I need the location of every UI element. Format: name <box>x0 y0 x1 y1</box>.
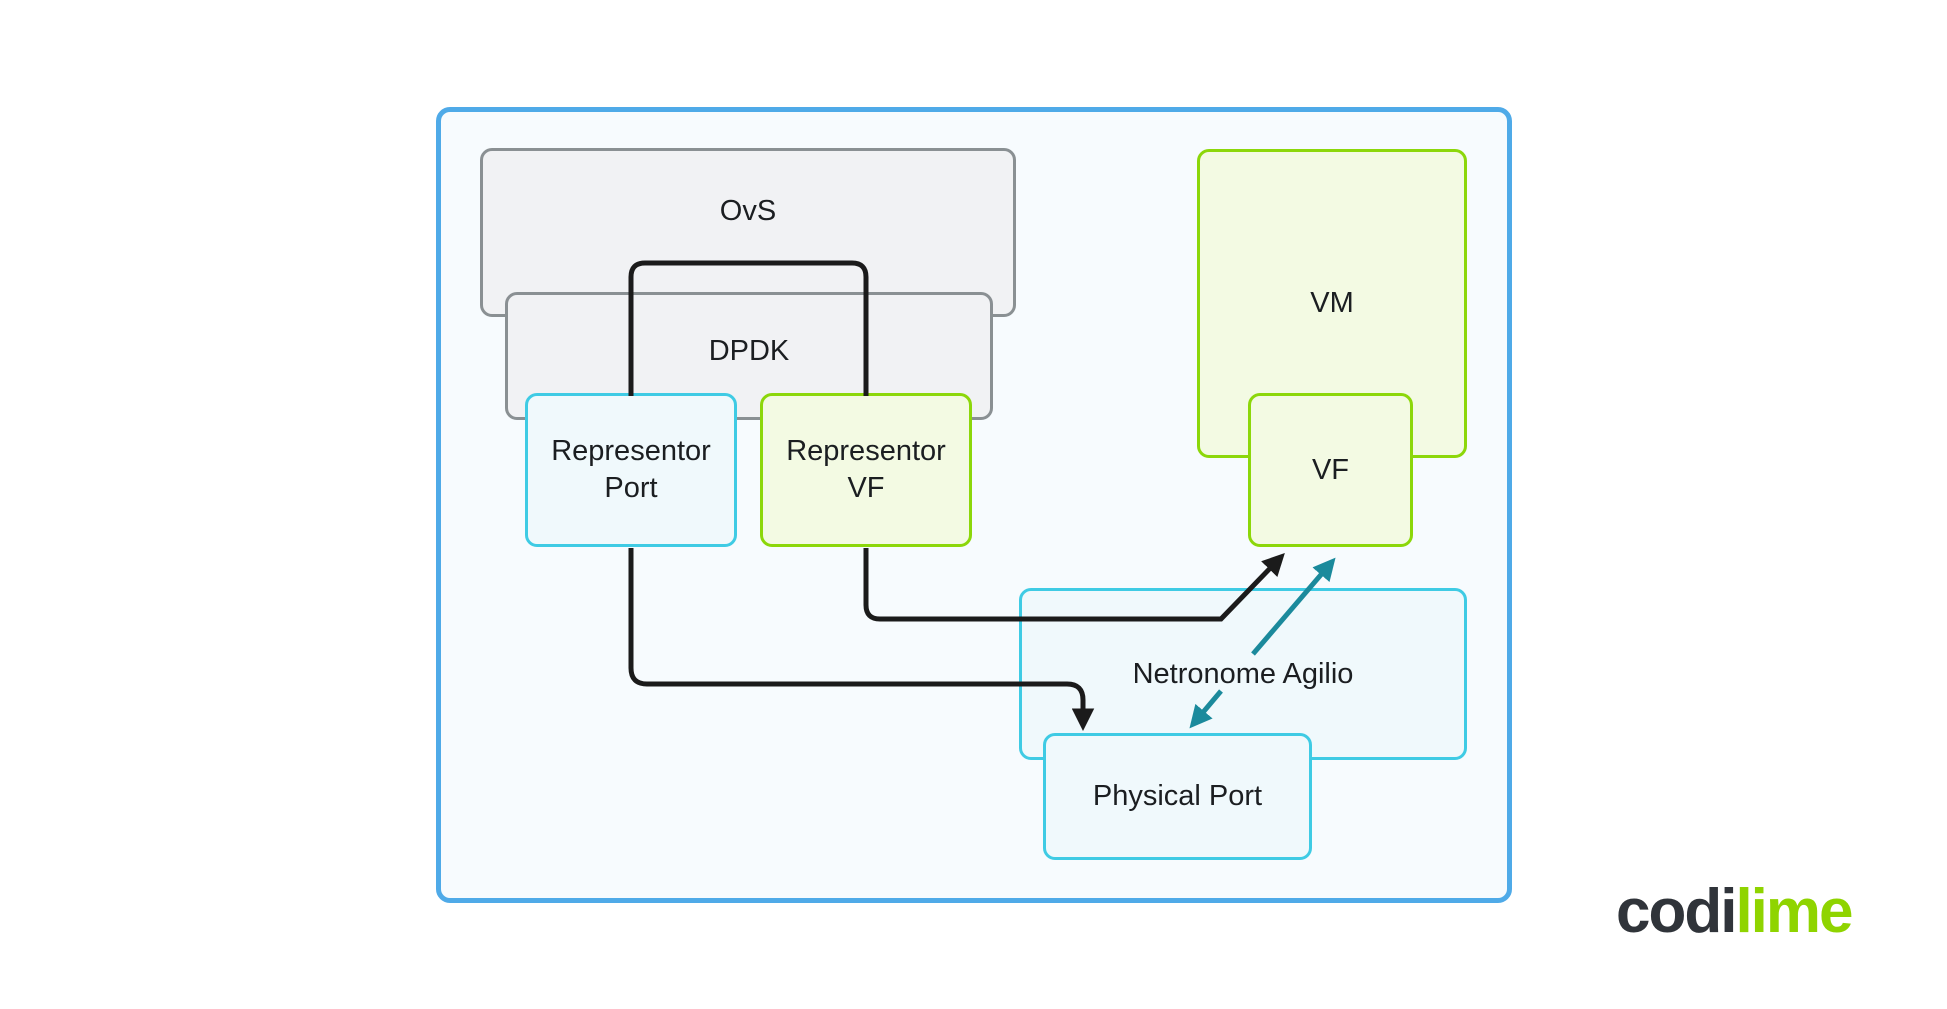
node-physical-port: Physical Port <box>1043 733 1312 860</box>
node-representor-port: Representor Port <box>525 393 737 547</box>
logo-text-lime: lime <box>1735 877 1853 946</box>
node-representor-vf-label-line1: Representor <box>786 435 946 467</box>
node-ovs-label: OvS <box>719 195 777 227</box>
logo-text-codi: codi <box>1616 877 1737 946</box>
codilime-logo: codilime <box>1616 877 1854 946</box>
node-netronome-agilio-label: Netronome Agilio <box>1132 657 1354 690</box>
node-dpdk-label: DPDK <box>708 334 790 367</box>
node-vf-label: VF <box>1311 453 1350 486</box>
node-physical-port-label: Physical Port <box>1092 780 1263 812</box>
node-representor-port-label-line1: Representor <box>551 435 711 467</box>
node-vm-label: VM <box>1310 287 1354 319</box>
node-representor-vf: Representor VF <box>760 393 972 547</box>
node-representor-vf-label-line2: VF <box>847 472 885 504</box>
node-vf: VF <box>1248 393 1413 547</box>
node-representor-port-label-line2: Port <box>604 472 658 504</box>
